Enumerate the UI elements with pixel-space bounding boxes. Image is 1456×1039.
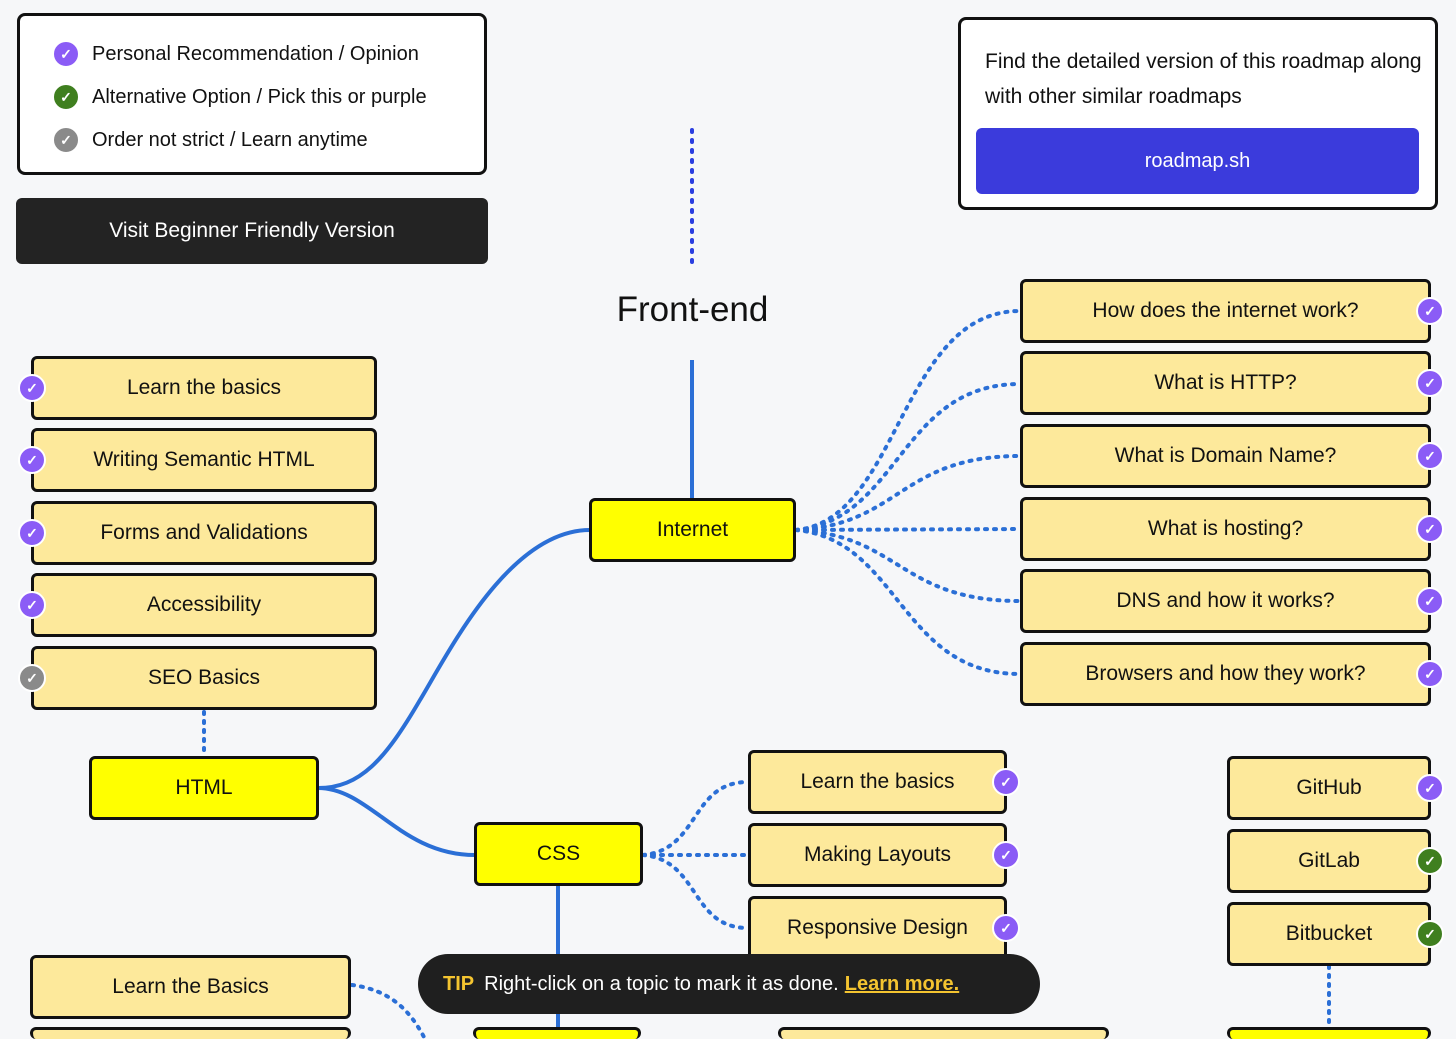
- check-icon: ✓: [1416, 660, 1444, 688]
- topic-learn-the-basics[interactable]: Learn the Basics: [30, 955, 351, 1019]
- topic-domain-name[interactable]: What is Domain Name? ✓: [1020, 424, 1444, 488]
- topic-github[interactable]: GitHub ✓: [1227, 756, 1444, 820]
- topic-dns[interactable]: DNS and how it works? ✓: [1020, 569, 1444, 633]
- legend-label: Order not strict / Learn anytime: [92, 128, 368, 151]
- tip-toast: TIP Right-click on a topic to mark it as…: [418, 954, 1040, 1014]
- check-icon: ✓: [18, 664, 46, 692]
- topic-label: How does the internet work?: [1092, 299, 1359, 322]
- topic-clipped[interactable]: [778, 1027, 1109, 1039]
- tip-text: Right-click on a topic to mark it as don…: [484, 972, 839, 995]
- check-icon: ✓: [18, 519, 46, 547]
- node-clipped[interactable]: [1227, 1027, 1431, 1039]
- topic-label: GitHub: [1296, 776, 1362, 799]
- learn-more-link[interactable]: Learn more.: [844, 972, 960, 995]
- node-clipped[interactable]: [473, 1027, 641, 1039]
- topic-making-layouts[interactable]: Making Layouts ✓: [748, 823, 1020, 887]
- check-icon: ✓: [992, 914, 1020, 942]
- check-icon: ✓: [1416, 587, 1444, 615]
- check-icon: ✓: [1416, 920, 1444, 948]
- topic-accessibility[interactable]: Accessibility ✓: [18, 573, 377, 637]
- topic-label: Bitbucket: [1285, 922, 1373, 945]
- legend-item-optional: ✓ Order not strict / Learn anytime: [52, 126, 368, 154]
- topic-how-internet-works[interactable]: How does the internet work? ✓: [1020, 279, 1444, 343]
- tip-label: TIP: [443, 972, 475, 995]
- topic-forms-validations[interactable]: Forms and Validations ✓: [18, 501, 377, 565]
- topic-label: Learn the Basics: [112, 975, 269, 998]
- topic-label: DNS and how it works?: [1116, 589, 1335, 612]
- topic-label: What is HTTP?: [1154, 371, 1297, 394]
- check-icon: ✓: [1416, 774, 1444, 802]
- topic-label: What is Domain Name?: [1114, 444, 1337, 467]
- topic-label: Making Layouts: [803, 843, 952, 866]
- roadmap-title: Front-end: [616, 290, 769, 329]
- check-icon: ✓: [52, 126, 80, 154]
- check-icon: ✓: [1416, 369, 1444, 397]
- roadmap-sh-button[interactable]: roadmap.sh: [976, 128, 1419, 194]
- topic-label: Forms and Validations: [100, 521, 308, 544]
- topic-label: Accessibility: [146, 593, 262, 616]
- legend-item-recommended: ✓ Personal Recommendation / Opinion: [52, 40, 419, 68]
- topic-html-learn-basics[interactable]: Learn the basics ✓: [18, 356, 377, 420]
- promo-panel: Find the detailed version of this roadma…: [958, 17, 1438, 210]
- legend-item-alternative: ✓ Alternative Option / Pick this or purp…: [52, 83, 427, 111]
- topic-what-is-http[interactable]: What is HTTP? ✓: [1020, 351, 1444, 415]
- topic-responsive-design[interactable]: Responsive Design ✓: [748, 896, 1020, 960]
- topic-seo-basics[interactable]: SEO Basics ✓: [18, 646, 377, 710]
- topic-label: Browsers and how they work?: [1085, 662, 1366, 685]
- legend-panel: ✓ Personal Recommendation / Opinion ✓ Al…: [17, 13, 487, 175]
- check-icon: ✓: [18, 446, 46, 474]
- topic-label: Responsive Design: [787, 916, 968, 939]
- topic-semantic-html[interactable]: Writing Semantic HTML ✓: [18, 428, 377, 492]
- check-icon: ✓: [52, 83, 80, 111]
- topic-label: What is hosting?: [1147, 517, 1304, 540]
- topic-label: GitLab: [1298, 849, 1360, 872]
- check-icon: ✓: [52, 40, 80, 68]
- topic-css-learn-basics[interactable]: Learn the basics ✓: [748, 750, 1020, 814]
- check-icon: ✓: [1416, 297, 1444, 325]
- check-icon: ✓: [1416, 847, 1444, 875]
- check-icon: ✓: [992, 768, 1020, 796]
- topic-gitlab[interactable]: GitLab ✓: [1227, 829, 1444, 893]
- check-icon: ✓: [1416, 515, 1444, 543]
- node-internet[interactable]: Internet: [589, 498, 796, 562]
- topic-clipped[interactable]: [30, 1027, 351, 1039]
- legend-label: Alternative Option / Pick this or purple: [92, 85, 427, 108]
- topic-browsers[interactable]: Browsers and how they work? ✓: [1020, 642, 1444, 706]
- topic-label: Learn the basics: [126, 376, 282, 399]
- node-html[interactable]: HTML: [89, 756, 319, 820]
- topic-bitbucket[interactable]: Bitbucket ✓: [1227, 902, 1444, 966]
- check-icon: ✓: [18, 591, 46, 619]
- topic-label: Learn the basics: [800, 770, 955, 793]
- topic-label: SEO Basics: [147, 666, 261, 689]
- check-icon: ✓: [1416, 442, 1444, 470]
- check-icon: ✓: [18, 374, 46, 402]
- check-icon: ✓: [992, 841, 1020, 869]
- topic-hosting[interactable]: What is hosting? ✓: [1020, 497, 1444, 561]
- legend-label: Personal Recommendation / Opinion: [92, 42, 419, 65]
- node-css[interactable]: CSS: [474, 822, 643, 886]
- topic-label: Writing Semantic HTML: [93, 448, 315, 471]
- visit-beginner-version-button[interactable]: Visit Beginner Friendly Version: [16, 198, 488, 264]
- promo-text: Find the detailed version of this roadma…: [985, 50, 1422, 108]
